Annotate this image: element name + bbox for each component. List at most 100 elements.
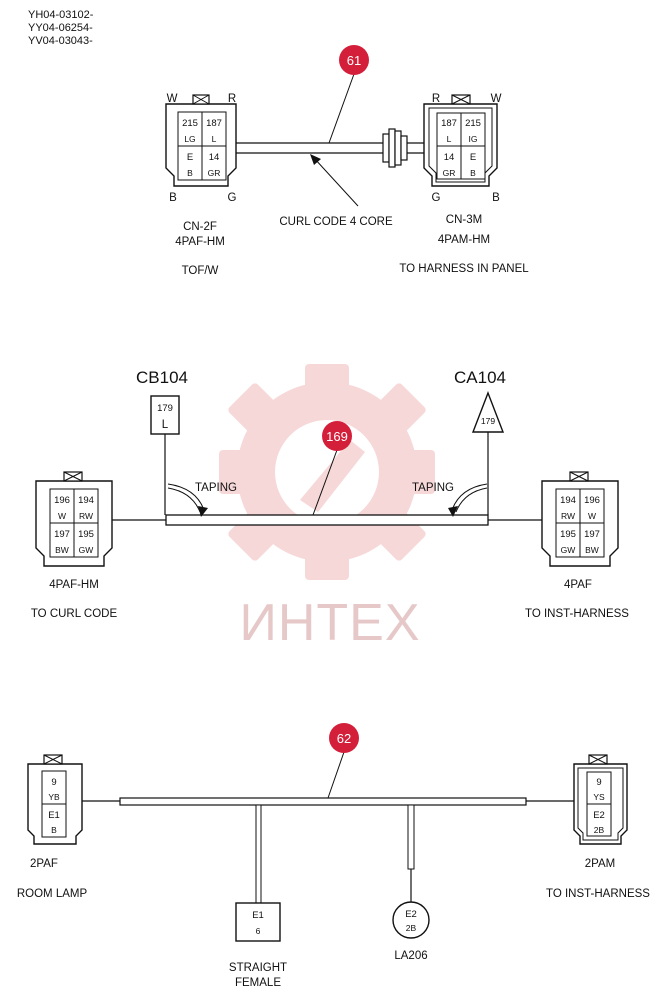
connector-4paf: 194 RW 196 W 195 GW 197 BW bbox=[541, 471, 619, 567]
pin-color: L bbox=[447, 134, 452, 144]
connector-name: CN-3M bbox=[446, 214, 482, 226]
pin-color: 2B bbox=[594, 825, 605, 835]
pin-number: E bbox=[470, 152, 476, 163]
model-code: YH04-03102- bbox=[28, 9, 94, 21]
pin-color: YS bbox=[593, 792, 605, 802]
cable-grommet bbox=[382, 128, 430, 168]
splice-terminal-box: E1 6 bbox=[235, 902, 281, 942]
pin-color: W bbox=[58, 511, 66, 521]
pin-number: 196 bbox=[54, 495, 70, 506]
splice-label: LA206 bbox=[394, 950, 427, 962]
corner-label: G bbox=[228, 192, 237, 204]
round-terminal: E2 2B bbox=[392, 901, 430, 939]
splice-id: E2 bbox=[405, 909, 417, 920]
connector-name: CN-2F bbox=[183, 221, 217, 233]
taping-label: TAPING bbox=[195, 482, 237, 494]
pin-color: L bbox=[212, 134, 217, 144]
splice-label: FEMALE bbox=[235, 977, 281, 989]
pin-color: IG bbox=[469, 134, 478, 144]
pin-number: 194 bbox=[78, 495, 94, 506]
connector-4paf-hm: 196 W 194 RW 197 BW 195 GW bbox=[35, 471, 113, 567]
corner-label: B bbox=[169, 192, 177, 204]
corner-label: W bbox=[491, 93, 502, 105]
corner-label: R bbox=[228, 93, 236, 105]
branch-tube bbox=[255, 804, 262, 904]
pin-number: 14 bbox=[444, 152, 455, 163]
ground-name: CB104 bbox=[136, 368, 188, 387]
model-code: YY04-06254- bbox=[28, 22, 93, 34]
pin-number: 215 bbox=[465, 118, 481, 129]
wire-color: L bbox=[162, 419, 169, 431]
section-61: 215 LG 187 L E B 14 GR W R B G CN-2F 4PA… bbox=[165, 45, 529, 277]
connector-type: 4PAF bbox=[564, 579, 592, 591]
pin-color: GR bbox=[208, 168, 221, 178]
taping-label: TAPING bbox=[412, 482, 454, 494]
connector-cn-2f: 215 LG 187 L E B 14 GR W R B G bbox=[165, 93, 237, 204]
arrow-head-icon bbox=[198, 506, 208, 517]
ground-name: CA104 bbox=[454, 368, 506, 387]
pin-number: E1 bbox=[48, 810, 60, 821]
pin-number: 9 bbox=[51, 777, 56, 788]
connector-type: 2PAM bbox=[585, 858, 615, 870]
taped-harness bbox=[165, 514, 489, 526]
taping-arrow-right bbox=[451, 483, 488, 511]
ground-terminal-square: 179 L bbox=[150, 395, 180, 515]
harness-tube bbox=[119, 797, 527, 806]
pin-number: 196 bbox=[584, 495, 600, 506]
connector-destination: TO INST-HARNESS bbox=[525, 608, 629, 620]
pin-color: YB bbox=[48, 792, 60, 802]
pin-number: 194 bbox=[560, 495, 576, 506]
callout-badge: 169 bbox=[322, 421, 352, 451]
ground-terminal-triangle: 179 bbox=[471, 391, 505, 515]
pin-color: B bbox=[470, 168, 476, 178]
pin-color: LG bbox=[184, 134, 195, 144]
connector-destination: TO CURL CODE bbox=[31, 608, 118, 620]
splice-id: E1 bbox=[252, 910, 264, 921]
pin-color: RW bbox=[79, 511, 93, 521]
watermark-text: ИНТЕХ bbox=[239, 594, 420, 652]
callout-badge: 62 bbox=[329, 723, 359, 753]
pin-color: GW bbox=[561, 545, 576, 555]
section-169: CB104 179 L CA104 179 TAPING TAPING bbox=[31, 368, 629, 620]
pin-number: 9 bbox=[596, 777, 601, 788]
connector-destination: TOF/W bbox=[182, 265, 219, 277]
section-62: 9 YB E1 B 2PAF ROOM LAMP 9 YS E2 2B 2PAM… bbox=[17, 723, 650, 989]
corner-label: R bbox=[432, 93, 440, 105]
badge-number: 62 bbox=[337, 731, 351, 746]
connector-type: 4PAF-HM bbox=[175, 236, 225, 248]
wire-number: 179 bbox=[481, 416, 495, 426]
pin-number: 195 bbox=[560, 529, 576, 540]
pin-color: B bbox=[187, 168, 193, 178]
watermark: ИНТЕХ bbox=[219, 364, 435, 652]
pin-number: 187 bbox=[441, 118, 457, 129]
arrow-head-icon bbox=[310, 154, 321, 165]
arrow-head-icon bbox=[448, 506, 458, 517]
wire-number: 179 bbox=[157, 403, 173, 414]
gear-logo-icon bbox=[219, 364, 435, 580]
branch-tube bbox=[407, 804, 415, 870]
cable-label: CURL CODE 4 CORE bbox=[279, 216, 393, 228]
pin-color: BW bbox=[585, 545, 599, 555]
badge-number: 169 bbox=[326, 429, 348, 444]
pin-number: 215 bbox=[182, 118, 198, 129]
pin-color: W bbox=[588, 511, 596, 521]
model-code: YV04-03043- bbox=[28, 35, 93, 47]
badge-number: 61 bbox=[347, 53, 361, 68]
pin-color: RW bbox=[561, 511, 575, 521]
connector-cn-3m: 187 L 215 IG 14 GR E B R W G B bbox=[423, 93, 502, 204]
pin-number: 197 bbox=[54, 529, 70, 540]
corner-label: B bbox=[492, 192, 500, 204]
callout-badge: 61 bbox=[339, 45, 369, 75]
pin-number: 187 bbox=[206, 118, 222, 129]
connector-destination: TO HARNESS IN PANEL bbox=[399, 263, 529, 275]
corner-label: G bbox=[432, 192, 441, 204]
connector-type: 4PAF-HM bbox=[49, 579, 99, 591]
pin-number: 14 bbox=[209, 152, 220, 163]
connector-type: 2PAF bbox=[30, 858, 58, 870]
wire-number: 6 bbox=[256, 926, 261, 936]
splice-label: STRAIGHT bbox=[229, 962, 287, 974]
model-codes: YH04-03102- YY04-06254- YV04-03043- bbox=[28, 9, 94, 47]
wire-number: 2B bbox=[406, 923, 417, 933]
leader-arrow bbox=[313, 157, 359, 207]
